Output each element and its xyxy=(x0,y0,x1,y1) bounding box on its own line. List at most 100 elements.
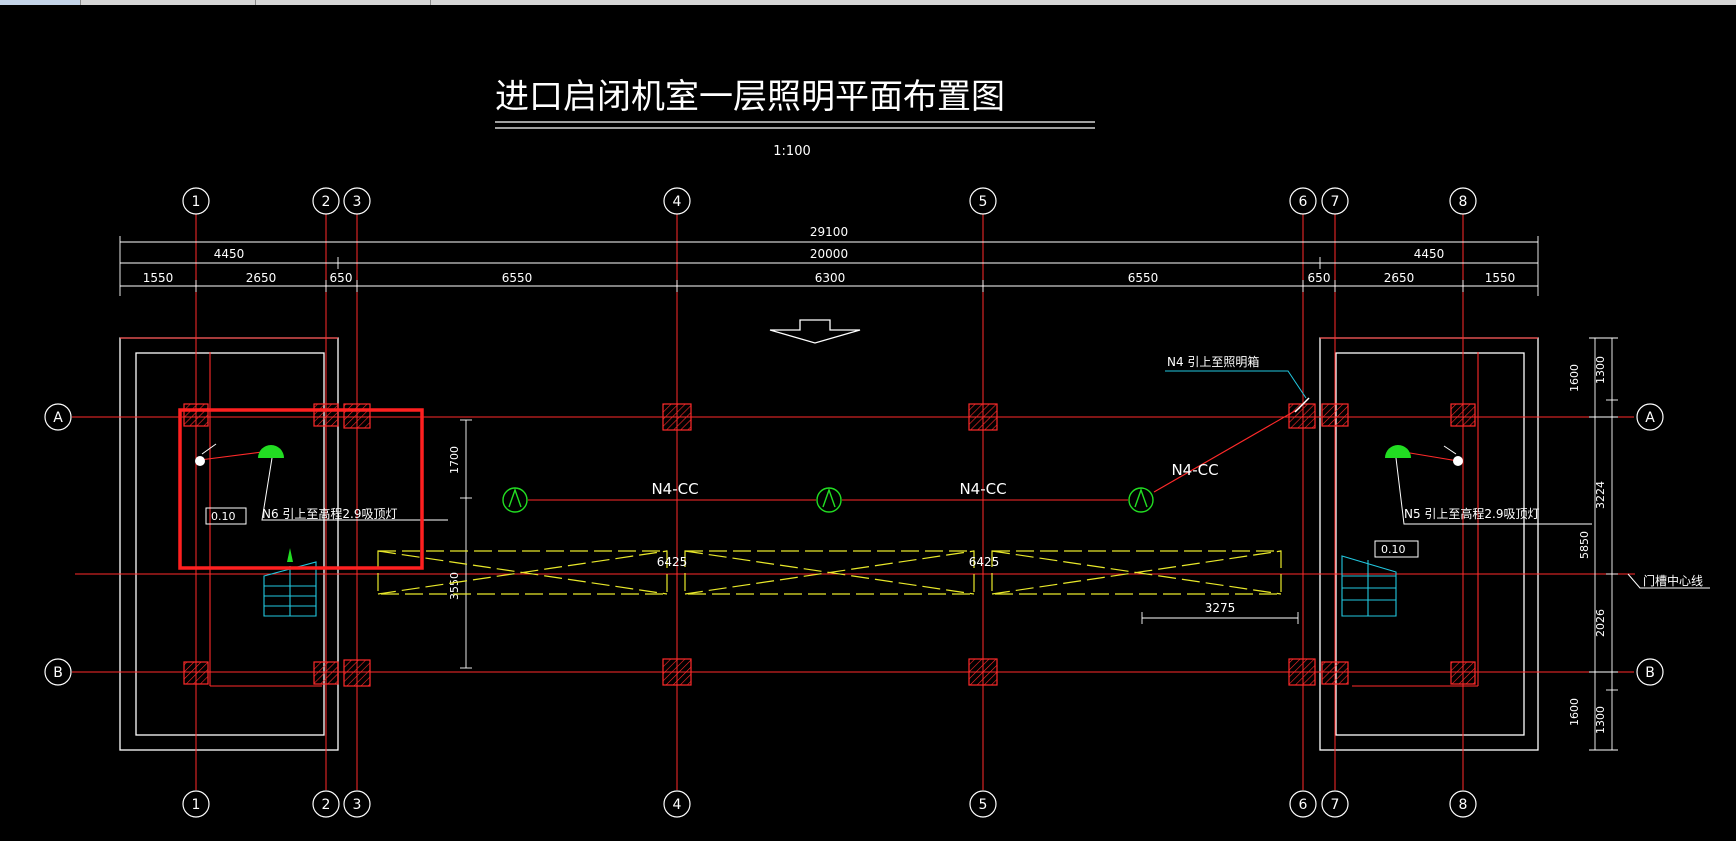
beam-label: 6425 xyxy=(969,555,1000,569)
right-room-inner xyxy=(1335,352,1525,736)
panel-marker xyxy=(1294,397,1310,413)
dim-3275: 3275 xyxy=(1205,601,1236,615)
axis-label: A xyxy=(1645,410,1655,426)
column xyxy=(343,403,371,429)
switch-icon xyxy=(195,456,205,466)
dim-label: 1600 xyxy=(1568,364,1581,392)
axis-bubble-left-a xyxy=(44,403,72,431)
left-room-fixtures: N6 引上至高程2.9吸顶灯 0.10 xyxy=(195,443,448,617)
stair-icon xyxy=(1341,555,1397,617)
axis-label: 7 xyxy=(1331,797,1340,813)
top-dimension-labels: 29100 4450 20000 4450 1550 2650 650 6550… xyxy=(143,225,1516,285)
beam-1 xyxy=(377,550,668,595)
axis-label: 6 xyxy=(1299,797,1308,813)
right-dimensions xyxy=(1589,337,1618,751)
stair-icon xyxy=(263,561,317,617)
dim-label: 6550 xyxy=(1128,271,1159,285)
column xyxy=(1288,403,1316,429)
lighting-circuit xyxy=(528,407,1301,501)
gate-centerline-label: 门槽中心线 xyxy=(1643,573,1703,588)
dim-label: 29100 xyxy=(810,225,848,239)
switch-icon xyxy=(1453,456,1463,466)
column xyxy=(343,659,371,687)
elevation-box xyxy=(205,507,247,525)
lights xyxy=(502,487,1154,513)
column xyxy=(662,403,692,431)
dim-label: 2026 xyxy=(1594,609,1607,637)
axis-bubble-bottom-1 xyxy=(182,790,210,818)
arrow-up-icon xyxy=(287,548,293,562)
circuit-label: N4-CC xyxy=(1171,461,1218,479)
axis-label: 1 xyxy=(192,194,201,210)
axis-label: 2 xyxy=(322,797,331,813)
column xyxy=(1321,403,1349,427)
axis-bubble-bottom-3 xyxy=(343,790,371,818)
dim-label: 1300 xyxy=(1594,356,1607,384)
column xyxy=(968,403,998,431)
axis-label: 8 xyxy=(1459,797,1468,813)
axis-bubble-top-5 xyxy=(969,187,997,215)
dim-label: 650 xyxy=(1308,271,1331,285)
dim-label: 1550 xyxy=(1485,271,1516,285)
dim-label: 650 xyxy=(330,271,353,285)
axis-bubble-right-b xyxy=(1636,658,1664,686)
column xyxy=(183,661,209,685)
note-n5: N5 引上至高程2.9吸顶灯 xyxy=(1404,506,1540,521)
gate-centerline-leader xyxy=(1627,573,1710,589)
axis-bubble-labels: 1 2 3 4 5 6 7 8 1 2 3 4 5 6 7 8 A B A B xyxy=(53,194,1655,813)
tab[interactable] xyxy=(80,0,256,5)
column xyxy=(183,403,209,427)
inner-dimensions xyxy=(460,419,1299,669)
dim-3550: 3550 xyxy=(448,572,461,600)
axis-label: A xyxy=(53,410,63,426)
axis-bubble-right-a xyxy=(1636,403,1664,431)
tab[interactable] xyxy=(255,0,431,5)
ceiling-light-icon xyxy=(258,445,284,458)
dim-label: 1300 xyxy=(1594,706,1607,734)
dim-1700: 1700 xyxy=(448,446,461,474)
left-room-inner xyxy=(135,352,325,736)
column xyxy=(968,658,998,686)
axis-label: 8 xyxy=(1459,194,1468,210)
axis-label: 5 xyxy=(979,194,988,210)
right-room-outer xyxy=(1319,337,1539,751)
structure-outlines xyxy=(120,337,1538,687)
tab-active[interactable] xyxy=(0,0,81,5)
dim-label: 2650 xyxy=(246,271,277,285)
selection-highlight-box[interactable] xyxy=(178,408,424,570)
beam-3 xyxy=(991,550,1282,595)
axis-label: 3 xyxy=(353,194,362,210)
axis-bubble-bottom-2 xyxy=(312,790,340,818)
axis-label: 4 xyxy=(673,797,682,813)
circuit-label: N4-CC xyxy=(651,480,698,498)
dim-label: 3224 xyxy=(1594,481,1607,509)
axis-label: 7 xyxy=(1331,194,1340,210)
ceiling-light-icon xyxy=(1385,445,1411,458)
axis-label: 2 xyxy=(322,194,331,210)
columns xyxy=(183,403,1476,687)
column xyxy=(313,661,339,685)
axis-bubble-top-6 xyxy=(1289,187,1317,215)
building-outlines xyxy=(119,319,1539,751)
column xyxy=(1288,658,1316,686)
dim-label: 4450 xyxy=(1414,247,1445,261)
axis-bubble-top-1 xyxy=(182,187,210,215)
axis-bubble-top-8 xyxy=(1449,187,1477,215)
axis-bubble-bottom-6 xyxy=(1289,790,1317,818)
axis-bubble-bottom-5 xyxy=(969,790,997,818)
right-dimension-labels: 1600 1300 3224 5850 2026 1600 1300 xyxy=(1568,356,1607,734)
gate-beams xyxy=(377,550,1282,595)
note-n4-leader xyxy=(1165,370,1307,399)
column xyxy=(1450,403,1476,427)
axis-label: B xyxy=(53,665,63,681)
note-n6: N6 引上至高程2.9吸顶灯 xyxy=(262,506,398,521)
axis-bubble-bottom-8 xyxy=(1449,790,1477,818)
column xyxy=(1321,661,1349,685)
axis-bubble-top-2 xyxy=(312,187,340,215)
axis-label: 4 xyxy=(673,194,682,210)
axis-label: 6 xyxy=(1299,194,1308,210)
axis-bubble-bottom-7 xyxy=(1321,790,1349,818)
window-top-strip xyxy=(0,0,1736,5)
elevation-box xyxy=(1374,540,1419,558)
